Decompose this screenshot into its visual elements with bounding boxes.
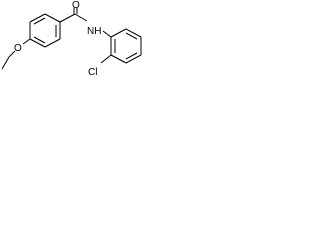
ring1-bond	[29, 13, 46, 23]
ring1-bond	[44, 13, 61, 23]
ring2-double-bond	[125, 32, 138, 40]
ring2-double-bond	[125, 52, 138, 60]
ether-oxygen-label: O	[14, 43, 22, 54]
ring1-double-bond	[33, 36, 46, 44]
ring2-bond	[125, 54, 142, 64]
ring2-bond	[110, 28, 127, 38]
carbonyl-oxygen-label: O	[72, 0, 80, 11]
ring1-bond	[29, 38, 46, 48]
bond-ethyl-ch2	[8, 50, 16, 58]
bond-ethyl-terminal	[1, 56, 10, 70]
bond-ring-carbonyl	[59, 13, 76, 23]
amide-nitrogen-label: NH	[87, 26, 101, 37]
chemical-structure-diagram: O O NH Cl	[1, 0, 142, 78]
bond-carbonyl-nitrogen	[74, 13, 88, 22]
chlorine-label: Cl	[88, 67, 97, 78]
bond-ring-chlorine	[100, 54, 112, 64]
ring2-bond	[110, 54, 127, 64]
ring1-double-bond	[33, 17, 46, 25]
benzoyl-ring	[29, 13, 61, 48]
ring2-bond	[125, 28, 142, 38]
chlorophenyl-ring	[110, 28, 142, 64]
bond-oxygen-ring	[22, 38, 31, 45]
bond-nitrogen-ring	[102, 30, 112, 38]
ring1-bond	[44, 38, 61, 48]
